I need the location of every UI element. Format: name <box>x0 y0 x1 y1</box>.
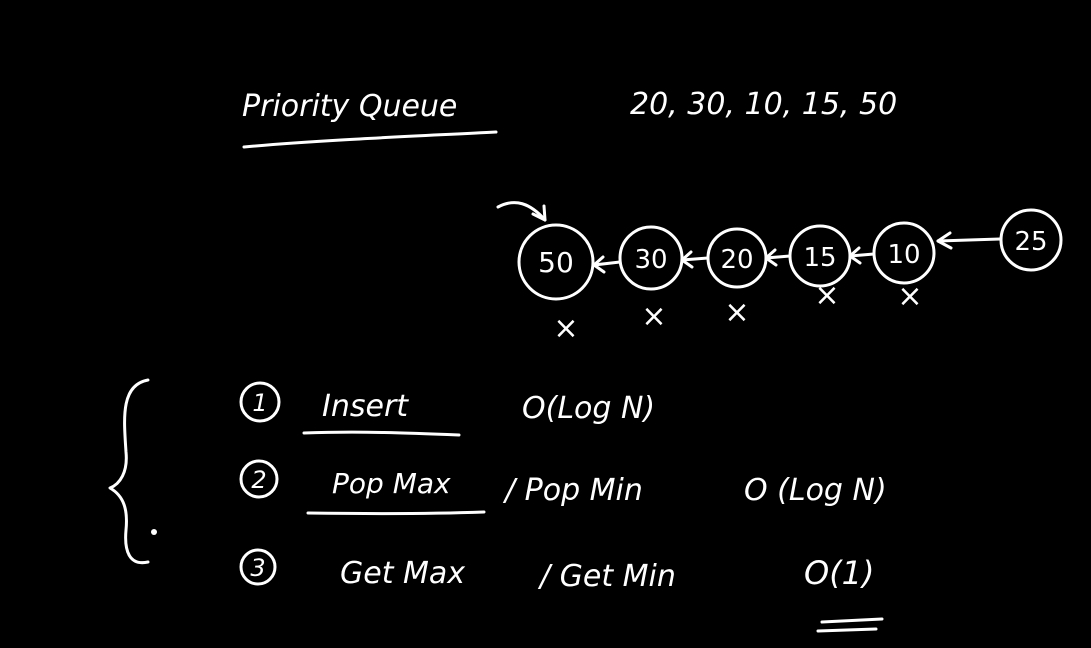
operation-number: 2 <box>251 466 266 494</box>
operation-row: 2 Pop Max / Pop Min O (Log N) <box>239 459 887 516</box>
operation-complexity: O(Log N) <box>522 391 655 426</box>
operation-underline <box>306 510 486 516</box>
cross-mark: × <box>724 295 749 330</box>
cross-mark: × <box>897 279 922 314</box>
svg-text:25: 25 <box>1014 227 1047 257</box>
cross-mark: × <box>553 311 578 346</box>
number-circle <box>239 548 277 586</box>
title-underline <box>242 130 498 149</box>
operation-complexity: O(1) <box>804 554 875 592</box>
link-arrow <box>764 248 792 267</box>
cross-mark: × <box>814 278 839 313</box>
operation-name: Get Max <box>340 556 465 591</box>
number-circle <box>239 381 281 423</box>
operation-underline <box>302 430 461 437</box>
operation-row: 3 Get Max / Get Min O(1) <box>239 548 884 633</box>
operation-row: 1 Insert O(Log N) <box>239 381 655 437</box>
queue-node: 20 <box>706 227 768 289</box>
svg-text:50: 50 <box>538 246 574 279</box>
link-arrow <box>848 246 876 265</box>
title: Priority Queue <box>242 89 457 124</box>
operation-name: Insert <box>322 389 409 424</box>
brace-dot <box>151 529 157 535</box>
double-underline <box>816 617 884 633</box>
cross-mark: × <box>641 299 666 334</box>
queue-node: 30 <box>618 225 684 291</box>
operation-name: Pop Max <box>332 467 451 500</box>
svg-text:10: 10 <box>887 240 920 270</box>
operation-number: 3 <box>250 554 265 582</box>
link-arrow <box>592 255 622 274</box>
operation-alt: / Get Min <box>537 559 676 594</box>
svg-text:15: 15 <box>803 243 836 273</box>
front-pointer-arrow <box>496 201 547 222</box>
insert-arrow <box>936 231 1002 250</box>
incoming-node: 25 <box>999 208 1063 272</box>
input-sequence: 20, 30, 10, 15, 50 <box>630 87 897 122</box>
svg-text:30: 30 <box>634 245 667 275</box>
queue-node: 10 <box>872 221 936 285</box>
queue-node: 15 <box>788 224 852 288</box>
link-arrow <box>680 250 710 269</box>
left-brace <box>108 378 150 565</box>
operation-alt: / Pop Min <box>502 473 643 508</box>
number-circle <box>239 459 279 499</box>
operation-complexity: O (Log N) <box>744 473 887 508</box>
queue-node: 50 <box>517 223 595 301</box>
svg-text:20: 20 <box>720 245 753 275</box>
operation-number: 1 <box>252 389 267 417</box>
